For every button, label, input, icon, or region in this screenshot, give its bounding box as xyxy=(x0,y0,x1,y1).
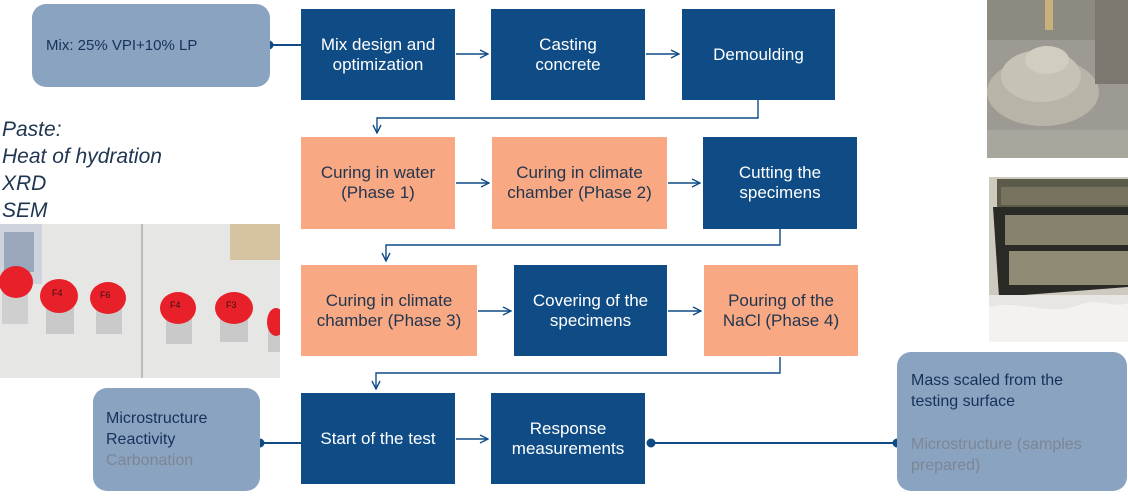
step-text: chamber (Phase 3) xyxy=(317,311,462,330)
left-note-line: Reactivity xyxy=(106,429,260,450)
arrow-demoulding-to-curing-water xyxy=(377,100,758,133)
step-text: Curing in climate xyxy=(326,291,453,310)
left-note: Microstructure Reactivity Carbonation xyxy=(93,388,260,491)
right-note: Mass scaled from the testing surface Mic… xyxy=(897,352,1127,491)
paste-samples-illustration: F4 F6 F4 F3 xyxy=(0,224,280,378)
moulds-illustration xyxy=(989,177,1128,342)
left-note-muted: Carbonation xyxy=(106,450,260,471)
right-note-muted: prepared) xyxy=(911,455,1127,476)
photo-moulds xyxy=(989,177,1128,342)
step-text: Curing in water xyxy=(321,163,435,182)
sample-label: F4 xyxy=(170,300,181,310)
step-text: Pouring of the xyxy=(728,291,834,310)
step-curing-water: Curing in water(Phase 1) xyxy=(301,137,455,229)
step-text: specimens xyxy=(550,311,631,330)
step-text: chamber (Phase 2) xyxy=(507,183,652,202)
step-text: specimens xyxy=(739,183,820,202)
step-text: measurements xyxy=(512,439,624,458)
step-text: optimization xyxy=(333,55,424,74)
step-text: Start of the test xyxy=(320,429,435,449)
slump-illustration xyxy=(987,0,1128,158)
right-note-muted: Microstructure (samples xyxy=(911,434,1127,455)
left-note-line: Microstructure xyxy=(106,408,260,429)
step-text: Covering of the xyxy=(533,291,648,310)
link-dot-response xyxy=(648,440,655,447)
right-note-line: testing surface xyxy=(911,391,1127,412)
arrow-pouring-to-start xyxy=(376,357,780,389)
step-text: Mix design and xyxy=(321,35,435,54)
step-text: NaCl (Phase 4) xyxy=(723,311,839,330)
step-text: concrete xyxy=(535,55,600,74)
step-start-test: Start of the test xyxy=(301,393,455,484)
mix-note: Mix: 25% VPI+10% LP xyxy=(32,4,270,87)
step-text: Demoulding xyxy=(713,45,804,65)
step-text: Casting xyxy=(539,35,597,54)
step-text: Curing in climate xyxy=(516,163,643,182)
paste-heading: Paste: xyxy=(2,116,162,143)
arrow-cutting-to-climate-3 xyxy=(386,229,780,261)
mix-note-text: Mix: 25% VPI+10% LP xyxy=(46,35,197,56)
paste-item: Heat of hydration xyxy=(2,143,162,170)
sample-label: F3 xyxy=(226,300,237,310)
step-text: Response xyxy=(530,419,607,438)
step-text: (Phase 1) xyxy=(341,183,415,202)
paste-tests: Paste: Heat of hydration XRD SEM xyxy=(2,116,162,224)
paste-item: XRD xyxy=(2,170,162,197)
right-note-line: Mass scaled from the xyxy=(911,370,1127,391)
step-demoulding: Demoulding xyxy=(682,9,835,100)
paste-item: SEM xyxy=(2,197,162,224)
sample-label: F4 xyxy=(52,288,63,298)
photo-paste-samples: F4 F6 F4 F3 xyxy=(0,224,280,378)
step-text: Cutting the xyxy=(739,163,821,182)
photo-slump-test xyxy=(987,0,1128,158)
sample-label: F6 xyxy=(100,290,111,300)
